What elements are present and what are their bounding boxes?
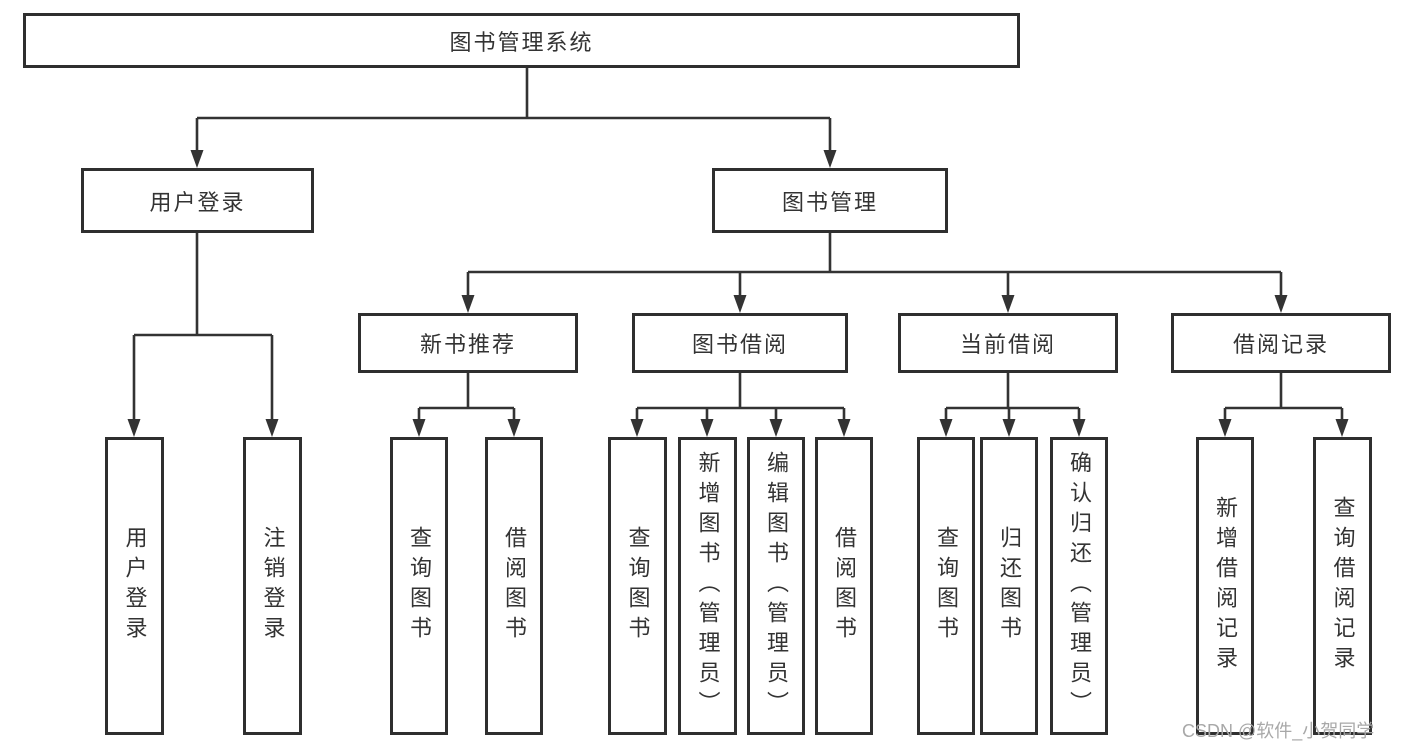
leaf-query-books-current: 查询图书 — [917, 437, 975, 735]
leaf-query-books-recommend: 查询图书 — [390, 437, 448, 735]
leaf-add-books-admin: 新增图书（管理员） — [678, 437, 737, 735]
node-user-login: 用户登录 — [81, 168, 314, 233]
node-book-borrow: 图书借阅 — [632, 313, 848, 373]
leaf-user-login: 用户登录 — [105, 437, 164, 735]
leaf-confirm-return-admin: 确认归还（管理员） — [1050, 437, 1108, 735]
csdn-watermark: CSDN @软件_小贺同学 — [1182, 721, 1375, 741]
node-library-system: 图书管理系统 — [23, 13, 1020, 68]
node-current-borrow: 当前借阅 — [898, 313, 1118, 373]
node-new-book-recommend: 新书推荐 — [358, 313, 578, 373]
leaf-query-borrow-record: 查询借阅记录 — [1313, 437, 1372, 735]
leaf-add-borrow-record: 新增借阅记录 — [1196, 437, 1254, 735]
leaf-logout: 注销登录 — [243, 437, 302, 735]
leaf-borrow-books-recommend: 借阅图书 — [485, 437, 543, 735]
leaf-edit-books-admin: 编辑图书（管理员） — [747, 437, 805, 735]
leaf-return-books: 归还图书 — [980, 437, 1038, 735]
node-borrow-records: 借阅记录 — [1171, 313, 1391, 373]
node-book-management: 图书管理 — [712, 168, 948, 233]
leaf-query-books-borrow: 查询图书 — [608, 437, 667, 735]
leaf-borrow-books: 借阅图书 — [815, 437, 873, 735]
